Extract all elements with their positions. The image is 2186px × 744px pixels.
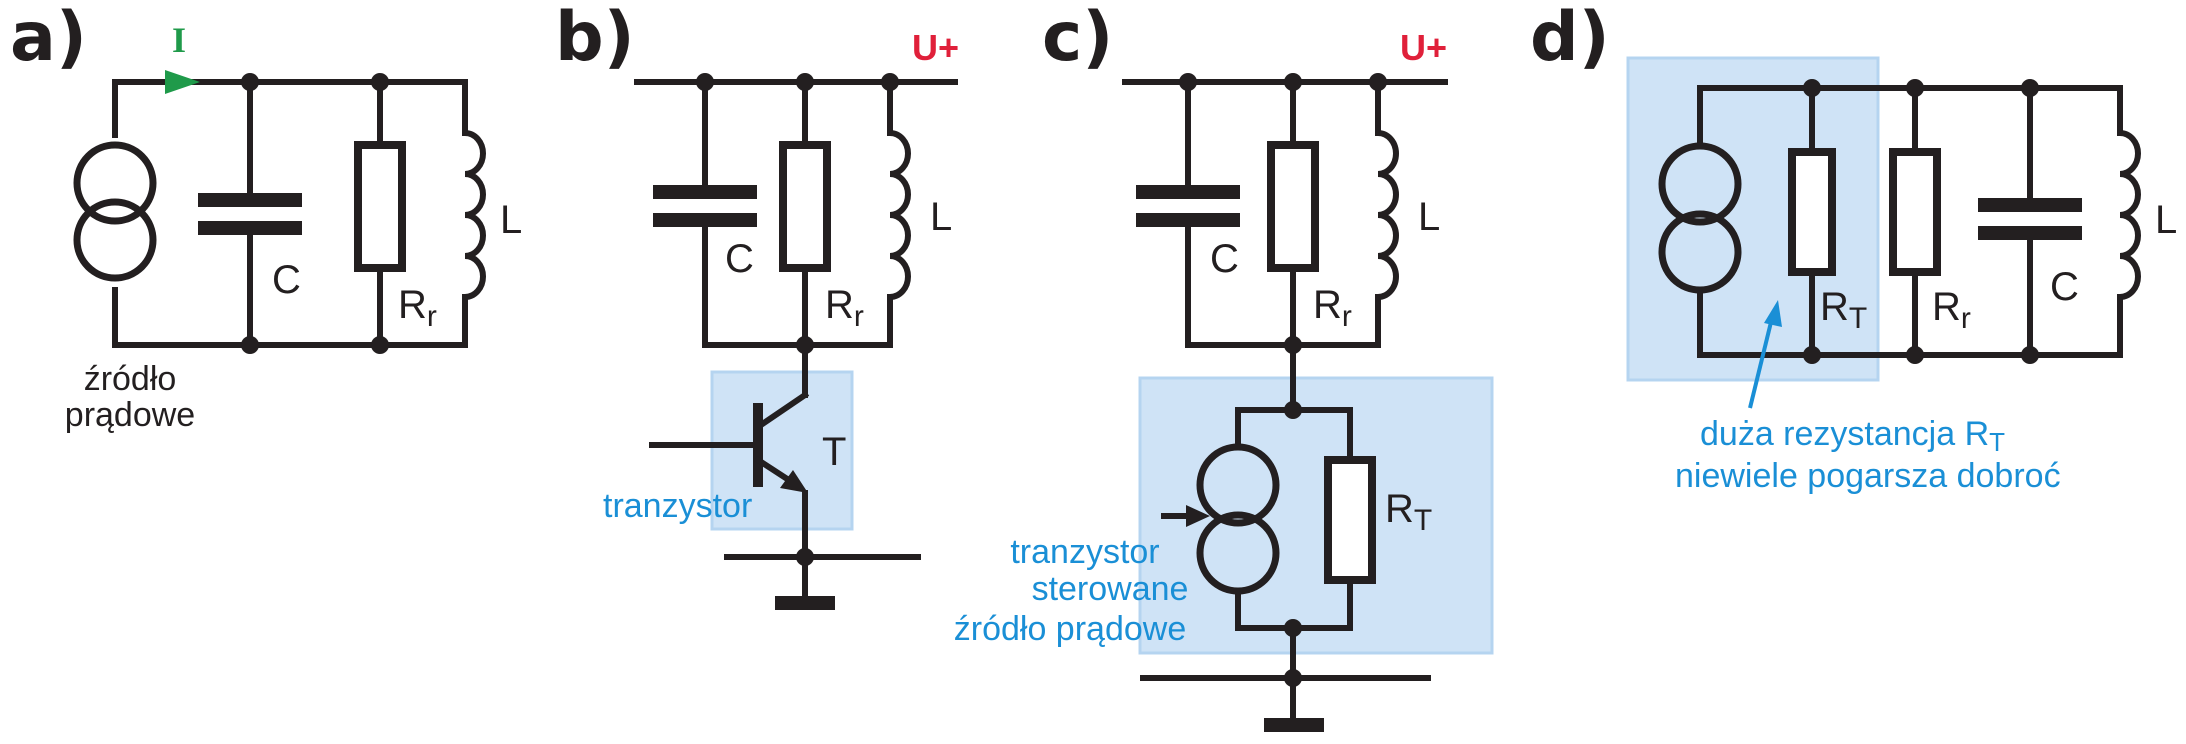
transistor-highlight — [710, 370, 854, 531]
rt-resistor-icon — [1788, 148, 1836, 276]
panel-b-resistor-label: Rr — [825, 283, 864, 333]
panel-d-inductor-label: L — [2155, 198, 2177, 242]
capacitor-icon — [1978, 198, 2082, 240]
panel-a: a) I C Rr L — [10, 0, 522, 434]
junction-dot — [796, 73, 814, 91]
panel-d-resistor-label: Rr — [1932, 285, 1971, 335]
rt-resistor-icon — [1324, 456, 1376, 584]
junction-dot — [241, 336, 259, 354]
panel-c-capacitor-label: C — [1210, 237, 1239, 281]
current-source-icon — [1658, 142, 1742, 294]
control-arrow-icon — [1186, 505, 1210, 527]
junction-dot — [1803, 346, 1821, 364]
panel-c-caption-2: sterowane — [1032, 570, 1189, 608]
panel-b-inductor-label: L — [930, 195, 952, 239]
junction-dot — [2021, 346, 2039, 364]
capacitor-icon — [653, 185, 757, 227]
panel-c-caption-3: źródło prądowe — [954, 610, 1186, 648]
panel-c-inductor-label: L — [1418, 195, 1440, 239]
junction-dot — [1284, 401, 1302, 419]
junction-dot — [1284, 619, 1302, 637]
junction-dot — [241, 73, 259, 91]
junction-dot — [1906, 346, 1924, 364]
junction-dot — [1284, 336, 1302, 354]
junction-dot — [1284, 669, 1302, 687]
resistor-icon — [779, 141, 831, 272]
resistor-icon — [1267, 141, 1319, 272]
inductor-icon — [1377, 130, 1399, 300]
panel-b-label: b) — [555, 0, 635, 77]
junction-dot — [371, 336, 389, 354]
junction-dot — [1369, 73, 1387, 91]
annotation-arrow-icon — [1764, 300, 1782, 327]
junction-dot — [1906, 79, 1924, 97]
panel-d-capacitor-label: C — [2050, 265, 2079, 309]
capacitor-icon — [1136, 185, 1240, 227]
junction-dot — [796, 548, 814, 566]
current-arrow-icon — [165, 70, 200, 94]
current-source-icon — [1196, 443, 1280, 595]
annotation-arrow-line — [1748, 317, 1774, 409]
panel-c-rt-label: RT — [1385, 487, 1432, 537]
panel-d-label: d) — [1530, 0, 1610, 77]
panel-b-transistor-caption: tranzystor — [603, 487, 752, 525]
transistor-icon — [649, 390, 810, 493]
panel-a-capacitor-label: C — [272, 258, 301, 302]
panel-d: d) RT Rr C L — [1530, 0, 2177, 495]
rt-highlight — [1626, 56, 1880, 382]
junction-dot — [1284, 73, 1302, 91]
panel-c-resistor-label: Rr — [1313, 283, 1352, 333]
panel-b-supply-label: U+ — [912, 27, 959, 68]
junction-dot — [371, 73, 389, 91]
resistor-icon — [1889, 148, 1941, 276]
panel-a-source-caption-1: źródło — [84, 360, 177, 398]
ground-icon — [775, 596, 835, 610]
junction-dot — [881, 73, 899, 91]
junction-dot — [2021, 79, 2039, 97]
capacitor-icon — [198, 193, 302, 235]
junction-dot — [1803, 79, 1821, 97]
panel-d-caption-1: duża rezystancja RT — [1700, 415, 2005, 457]
current-source-icon — [73, 141, 157, 282]
junction-dot — [696, 73, 714, 91]
ground-icon — [1264, 718, 1324, 732]
panel-c-label: c) — [1042, 0, 1113, 77]
panel-a-inductor-label: L — [500, 198, 522, 242]
inductor-icon — [889, 130, 911, 300]
panel-c-caption-1: tranzystor — [1010, 533, 1159, 571]
panel-d-rt-label: RT — [1820, 285, 1867, 335]
panel-a-current-label: I — [172, 20, 186, 60]
panel-c: c) U+ C Rr L — [954, 0, 1494, 732]
panel-b-capacitor-label: C — [725, 237, 754, 281]
panel-c-supply-label: U+ — [1400, 27, 1447, 68]
inductor-icon — [464, 130, 486, 300]
inductor-icon — [2119, 130, 2141, 300]
panel-b-transistor-label: T — [822, 430, 846, 474]
resistor-icon — [354, 141, 406, 272]
junction-dot — [1179, 73, 1197, 91]
panel-b: b) U+ C Rr L — [555, 0, 959, 610]
panel-d-caption-2: niewiele pogarsza dobroć — [1675, 457, 2061, 495]
panel-a-source-caption-2: prądowe — [65, 396, 195, 434]
junction-dot — [796, 336, 814, 354]
panel-a-resistor-label: Rr — [398, 283, 437, 333]
panel-a-label: a) — [10, 0, 87, 77]
